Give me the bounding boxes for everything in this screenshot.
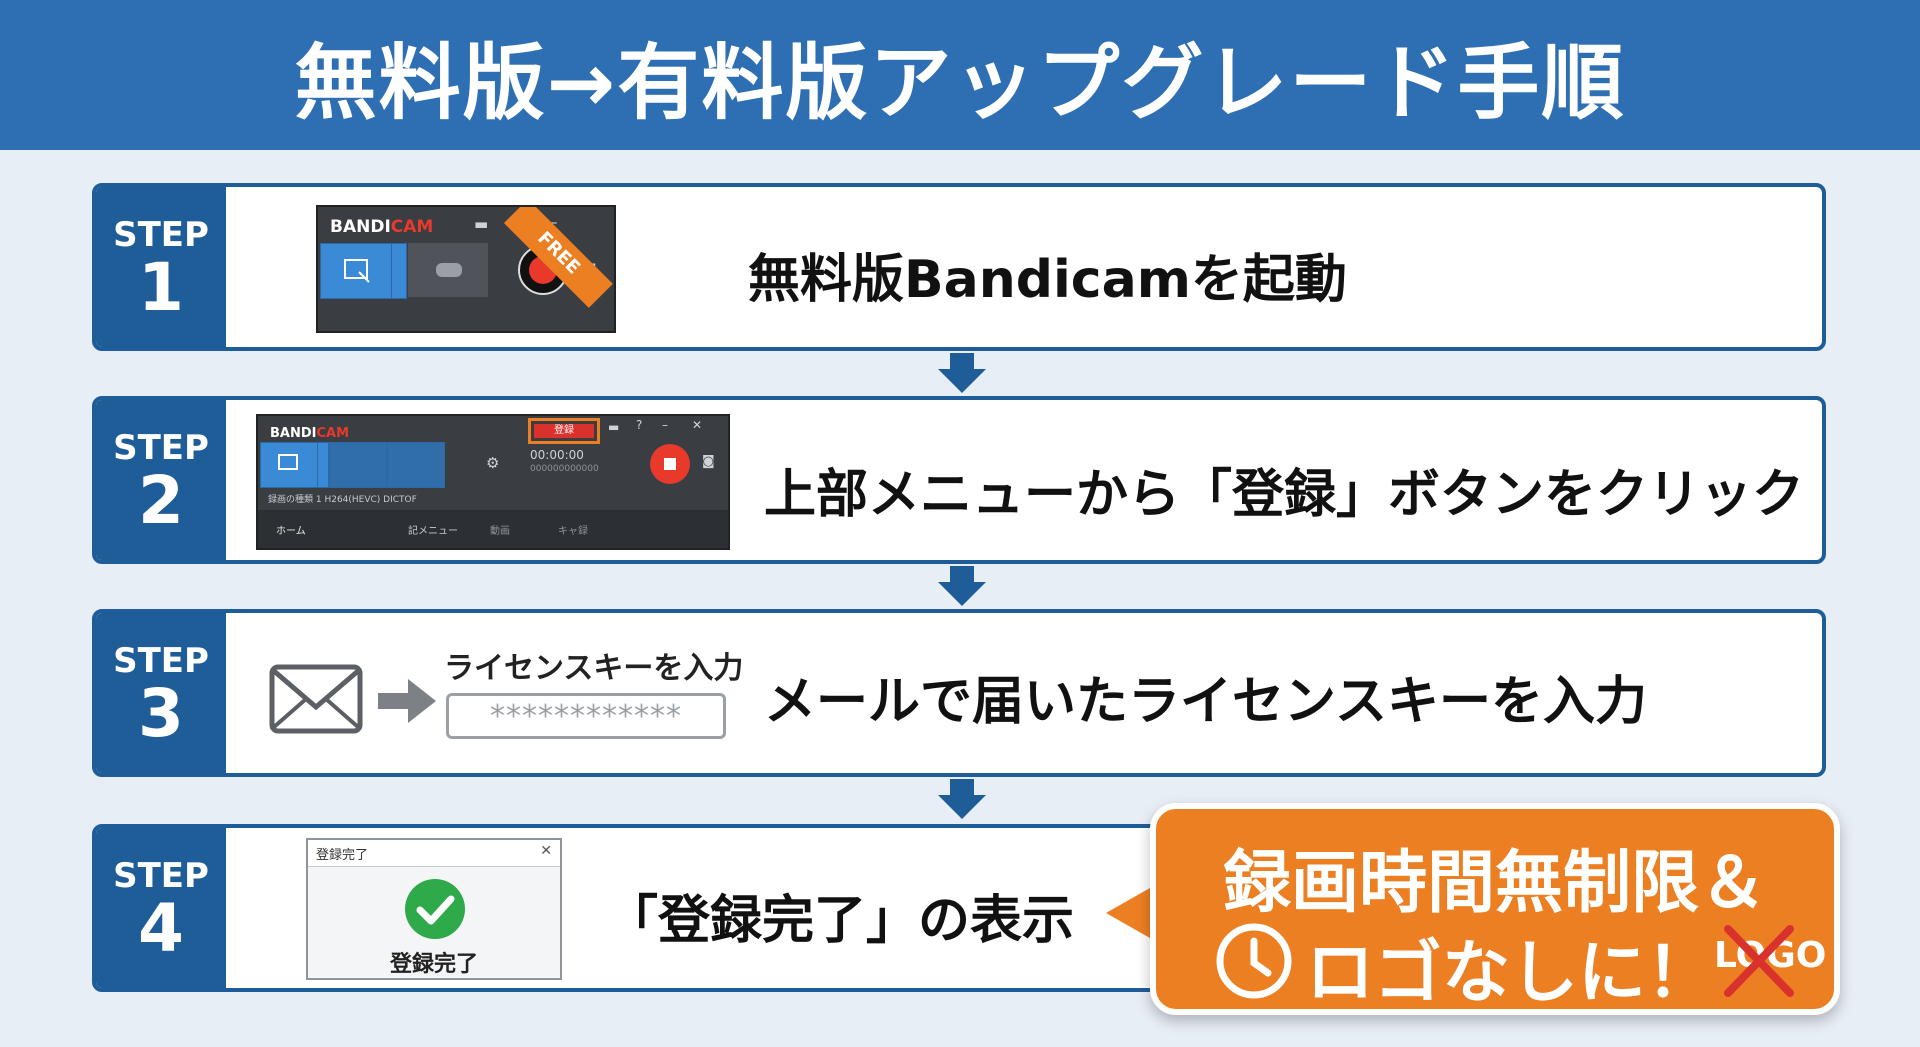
right-arrow-icon xyxy=(378,679,436,723)
recording-info: 録画の種類 1 H264(HEVC) DICTOF xyxy=(268,495,417,505)
folder-icon[interactable]: ▬ xyxy=(474,215,489,233)
bandicam-free-window: BANDICAM ▬ ? – ◙ FREE xyxy=(316,205,616,333)
step-3-card: STEP 3 ライセンスキーを入力 ************ メールで届いたライ… xyxy=(92,609,1826,777)
callout-line-1: 録画時間無制限＆ xyxy=(1222,844,1767,923)
bandicam-logo: BANDICAM xyxy=(270,426,350,441)
screen-mode-button[interactable] xyxy=(320,243,392,299)
register-highlight: 登録 xyxy=(528,418,600,444)
free-badge: FREE xyxy=(503,207,613,308)
gamepad-icon xyxy=(436,263,462,277)
no-logo-mark: LOGO xyxy=(1714,921,1826,1001)
page-title: 無料版→有料版アップグレード手順 xyxy=(294,35,1626,131)
step-4-text: 「登録完了」の表示 xyxy=(606,891,1075,951)
close-icon[interactable]: ✕ xyxy=(692,418,703,432)
minimize-icon[interactable]: – xyxy=(550,213,558,231)
step-2-label: STEP 2 xyxy=(96,400,226,560)
step-4-label: STEP 4 xyxy=(96,828,226,988)
step-1-label: STEP 1 xyxy=(96,187,226,347)
nav-video[interactable]: 動画 xyxy=(490,526,510,537)
help-icon[interactable]: ? xyxy=(636,418,643,432)
step-2-text: 上部メニューから「登録」ボタンをクリック xyxy=(764,465,1805,525)
folder-icon[interactable]: ▬ xyxy=(608,420,620,434)
step-word: STEP xyxy=(113,641,209,681)
header-banner: 無料版→有料版アップグレード手順 xyxy=(0,0,1920,150)
close-icon[interactable]: ✕ xyxy=(540,843,552,859)
step-1-card: STEP 1 BANDICAM ▬ ? – ◙ FREE 無料版Bandicam… xyxy=(92,183,1826,351)
license-key-input[interactable]: ************ xyxy=(446,693,726,739)
step-3-text: メールで届いたライセンスキーを入力 xyxy=(764,672,1647,732)
dialog-title: 登録完了 xyxy=(316,848,369,863)
down-arrow-icon xyxy=(938,566,986,606)
nav-home[interactable]: ホーム xyxy=(276,526,306,537)
step-number: 3 xyxy=(138,675,184,752)
check-circle-icon xyxy=(405,879,465,939)
game-mode-button[interactable] xyxy=(329,442,387,488)
callout-pointer xyxy=(1106,880,1164,946)
step-number: 1 xyxy=(138,249,184,326)
benefit-callout: 録画時間無制限＆ ロゴなしに！ LOGO xyxy=(1150,803,1840,1015)
step-word: STEP xyxy=(113,215,209,255)
bandicam-main-window: BANDICAM 登録 ▬ ? – ✕ ⚙ 00:00:00 000000000… xyxy=(256,414,730,550)
clock-icon xyxy=(1216,923,1292,999)
dialog-message: 登録完了 xyxy=(389,952,478,977)
settings-icon[interactable]: ⚙ xyxy=(486,454,500,472)
callout-line-2: ロゴなしに！ xyxy=(1306,934,1715,1013)
dialog-titlebar: 登録完了 ✕ xyxy=(308,840,560,867)
step-word: STEP xyxy=(113,428,209,468)
step-word: STEP xyxy=(113,856,209,896)
mail-icon xyxy=(269,664,363,734)
nav-capture[interactable]: キャ録 xyxy=(558,526,588,537)
step-number: 4 xyxy=(138,890,184,967)
screen-rect-icon xyxy=(344,259,370,283)
mode-dropdown[interactable] xyxy=(391,243,407,299)
screen-rect-icon xyxy=(278,454,298,470)
game-mode-button[interactable] xyxy=(408,243,488,297)
step-number: 2 xyxy=(138,462,184,539)
nav-menu[interactable]: 記メニュー xyxy=(408,526,458,537)
registration-dialog: 登録完了 ✕ 登録完了 xyxy=(306,838,562,980)
down-arrow-icon xyxy=(938,353,986,393)
nav-bar: ホーム 記メニュー 動画 キャ録 xyxy=(258,510,728,548)
screen-mode-button[interactable] xyxy=(260,442,318,488)
bandicam-logo: BANDICAM xyxy=(330,217,434,237)
step-2-card: STEP 2 BANDICAM 登録 ▬ ? – ✕ ⚙ 00:00:00 00… xyxy=(92,396,1826,564)
camera-icon[interactable]: ◙ xyxy=(702,454,715,469)
device-mode-button[interactable] xyxy=(387,442,445,488)
minimize-icon[interactable]: – xyxy=(662,418,668,432)
step-3-label: STEP 3 xyxy=(96,613,226,773)
mode-dropdown[interactable] xyxy=(317,442,329,488)
license-label: ライセンスキーを入力 xyxy=(444,651,744,686)
cross-icon xyxy=(1724,925,1794,997)
register-button[interactable]: 登録 xyxy=(534,424,594,438)
stop-button[interactable] xyxy=(650,444,690,484)
file-size-display: 000000000000 xyxy=(530,464,599,474)
step-1-text: 無料版Bandicamを起動 xyxy=(748,250,1347,310)
timer-display: 00:00:00 xyxy=(530,448,584,462)
down-arrow-icon xyxy=(938,779,986,819)
